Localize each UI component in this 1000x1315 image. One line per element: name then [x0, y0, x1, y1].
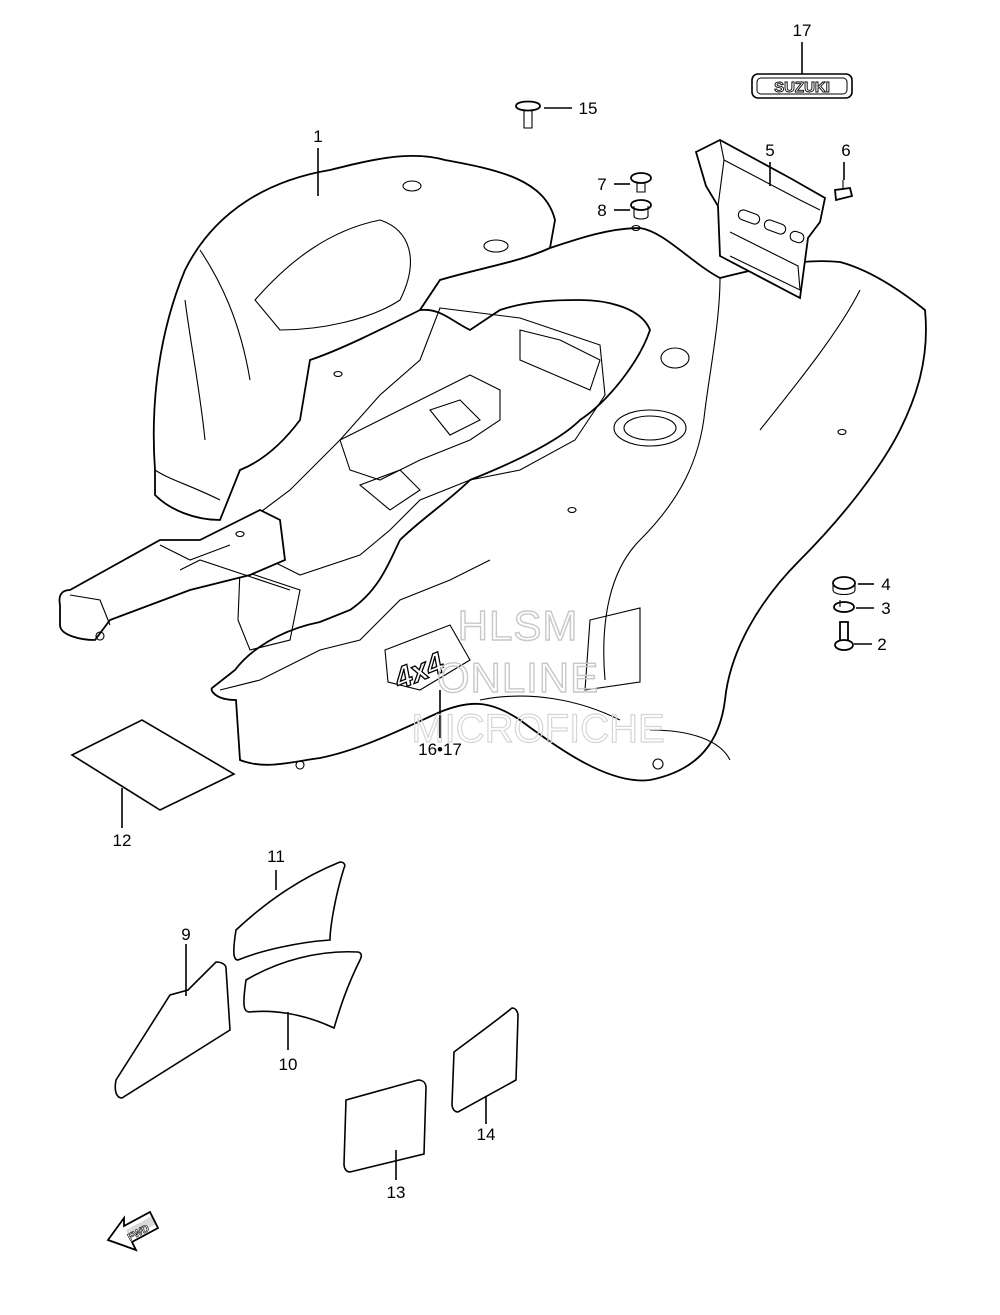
- label-7: 7: [597, 175, 606, 194]
- decal-10: [243, 950, 363, 1030]
- watermark: HLSM ONLINE MICROFICHE: [411, 601, 666, 751]
- label-1: 1: [313, 127, 322, 146]
- decal-14: [451, 1007, 519, 1113]
- label-17: 17: [793, 21, 812, 40]
- label-14: 14: [477, 1125, 496, 1144]
- label-12: 12: [113, 831, 132, 850]
- washer-3: [833, 600, 855, 613]
- svg-text:ONLINE: ONLINE: [437, 654, 599, 701]
- cushion-4: [832, 576, 856, 596]
- decal-13: [343, 1079, 427, 1173]
- label-4: 4: [881, 575, 890, 594]
- svg-text:MICROFICHE: MICROFICHE: [411, 707, 664, 751]
- bolt-2: [834, 621, 854, 651]
- leader-lines: [121, 42, 874, 1180]
- label-15: 15: [579, 99, 598, 118]
- label-10: 10: [279, 1055, 298, 1074]
- decal-11: [233, 861, 346, 961]
- svg-text:SUZUKI: SUZUKI: [774, 79, 830, 96]
- forward-arrow-icon: FWD: [106, 1210, 160, 1252]
- label-2: 2: [877, 635, 886, 654]
- label-13: 13: [387, 1183, 406, 1202]
- label-8: 8: [597, 201, 606, 220]
- label-3: 3: [881, 599, 890, 618]
- rear-fender: [58, 154, 927, 782]
- decal-12: [70, 719, 236, 811]
- part-labels: 1 17 15 5 6 7 8 4 3 2 16•17 12 11 9 10 1…: [113, 21, 891, 1202]
- label-11: 11: [267, 847, 285, 866]
- label-9: 9: [181, 925, 190, 944]
- nut-6: [834, 180, 854, 202]
- screw-7: [630, 172, 652, 193]
- collar-8: [630, 199, 652, 220]
- label-6: 6: [841, 141, 850, 160]
- label-5: 5: [765, 141, 774, 160]
- svg-text:HLSM: HLSM: [458, 602, 579, 649]
- label-16-17: 16•17: [418, 740, 462, 759]
- suzuki-emblem: SUZUKI: [751, 73, 853, 99]
- clip-15: [515, 100, 541, 129]
- decal-9: [114, 961, 231, 1099]
- license-bracket: [694, 138, 827, 300]
